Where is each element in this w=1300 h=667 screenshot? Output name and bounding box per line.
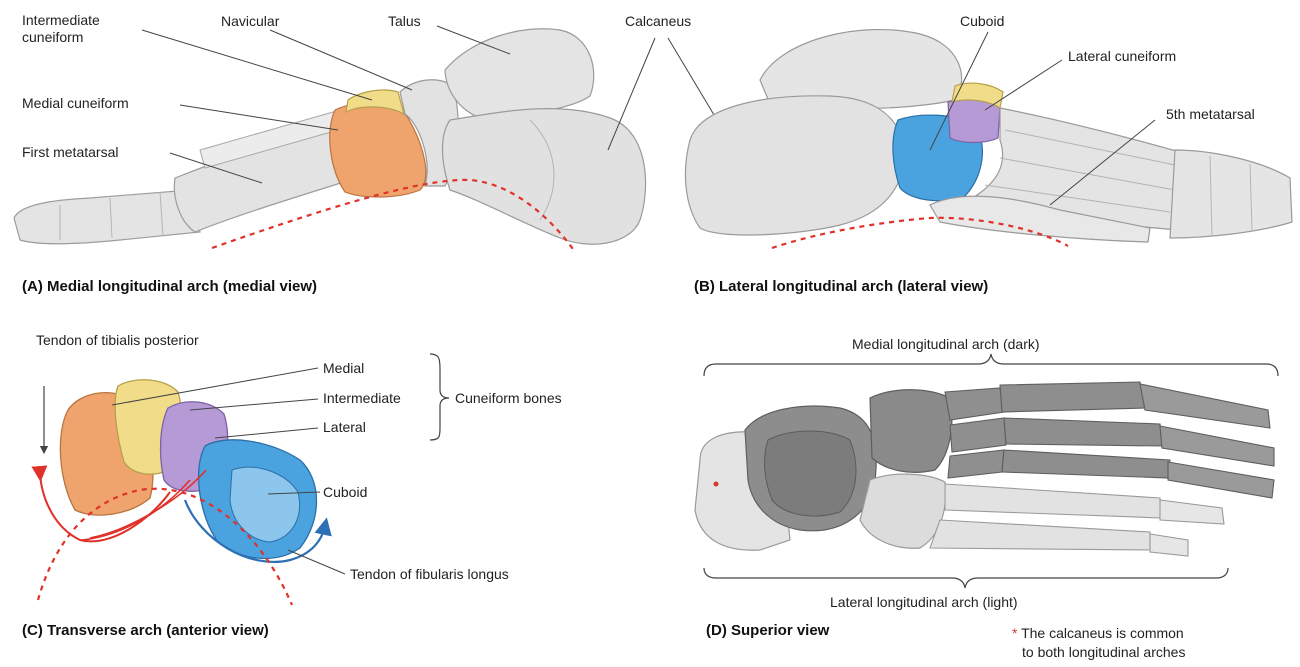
label-talus: Talus — [388, 13, 421, 30]
footnote-line1-row: * The calcaneus is common — [1012, 624, 1185, 643]
panel-d-lateral-brace — [704, 568, 1228, 588]
footnote-asterisk: * — [1012, 625, 1017, 641]
label-lateral-longitudinal-arch: Lateral longitudinal arch (light) — [830, 594, 1018, 611]
label-medial-longitudinal-arch: Medial longitudinal arch (dark) — [852, 336, 1040, 353]
label-medial-cuneiform-a: Medial cuneiform — [22, 95, 129, 112]
footnote-line1: The calcaneus is common — [1021, 625, 1184, 641]
label-fibularis-longus: Tendon of fibularis longus — [350, 566, 509, 583]
footnote-line2: to both longitudinal arches — [1012, 643, 1185, 662]
panel-c-illustration — [38, 380, 325, 605]
panel-d-cuboid — [860, 474, 946, 548]
panel-d-metatarsals-lateral — [930, 484, 1162, 550]
label-cuboid-c: Cuboid — [323, 484, 367, 501]
panel-c-cuneiform-brace — [430, 354, 449, 440]
footnote-calcaneus: * The calcaneus is common to both longit… — [1012, 624, 1185, 662]
label-calcaneus: Calcaneus — [625, 13, 691, 30]
caption-panel-b: (B) Lateral longitudinal arch (lateral v… — [694, 278, 988, 295]
label-first-metatarsal: First metatarsal — [22, 144, 118, 161]
panel-b-foot-illustration — [685, 30, 1292, 248]
panel-d-foot-illustration — [695, 382, 1274, 556]
label-navicular: Navicular — [221, 13, 279, 30]
panel-d-phalanges-lateral — [1150, 500, 1224, 556]
panel-b-calcaneus — [685, 96, 905, 235]
label-cuboid-b: Cuboid — [960, 13, 1004, 30]
label-lateral-cuneiform-b: Lateral cuneiform — [1068, 48, 1176, 65]
label-fifth-metatarsal: 5th metatarsal — [1166, 106, 1255, 123]
label-lateral-c: Lateral — [323, 419, 366, 436]
label-intermediate-cuneiform-a: Intermediate cuneiform — [22, 12, 100, 46]
panel-d-calcaneus-asterisk-marker — [714, 482, 719, 487]
panel-d-medial-brace — [704, 354, 1278, 376]
caption-panel-d: (D) Superior view — [706, 622, 829, 639]
label-intermediate-line1: Intermediate — [22, 12, 100, 29]
panel-a-talus — [445, 29, 594, 118]
panel-d-cuneiforms — [945, 388, 1006, 478]
panel-a-phalanges — [14, 190, 200, 244]
label-cuneiform-bones: Cuneiform bones — [455, 390, 562, 407]
panel-b-phalanges — [1170, 150, 1292, 238]
panel-a-foot-illustration — [14, 29, 646, 252]
label-medial-c: Medial — [323, 360, 364, 377]
label-tibialis-posterior: Tendon of tibialis posterior — [36, 332, 199, 349]
label-intermediate-c: Intermediate — [323, 390, 401, 407]
caption-panel-c: (C) Transverse arch (anterior view) — [22, 622, 269, 639]
panel-a-calcaneus — [443, 109, 646, 245]
panel-d-navicular — [870, 390, 952, 473]
label-intermediate-line2: cuneiform — [22, 29, 100, 46]
caption-panel-a: (A) Medial longitudinal arch (medial vie… — [22, 278, 317, 295]
